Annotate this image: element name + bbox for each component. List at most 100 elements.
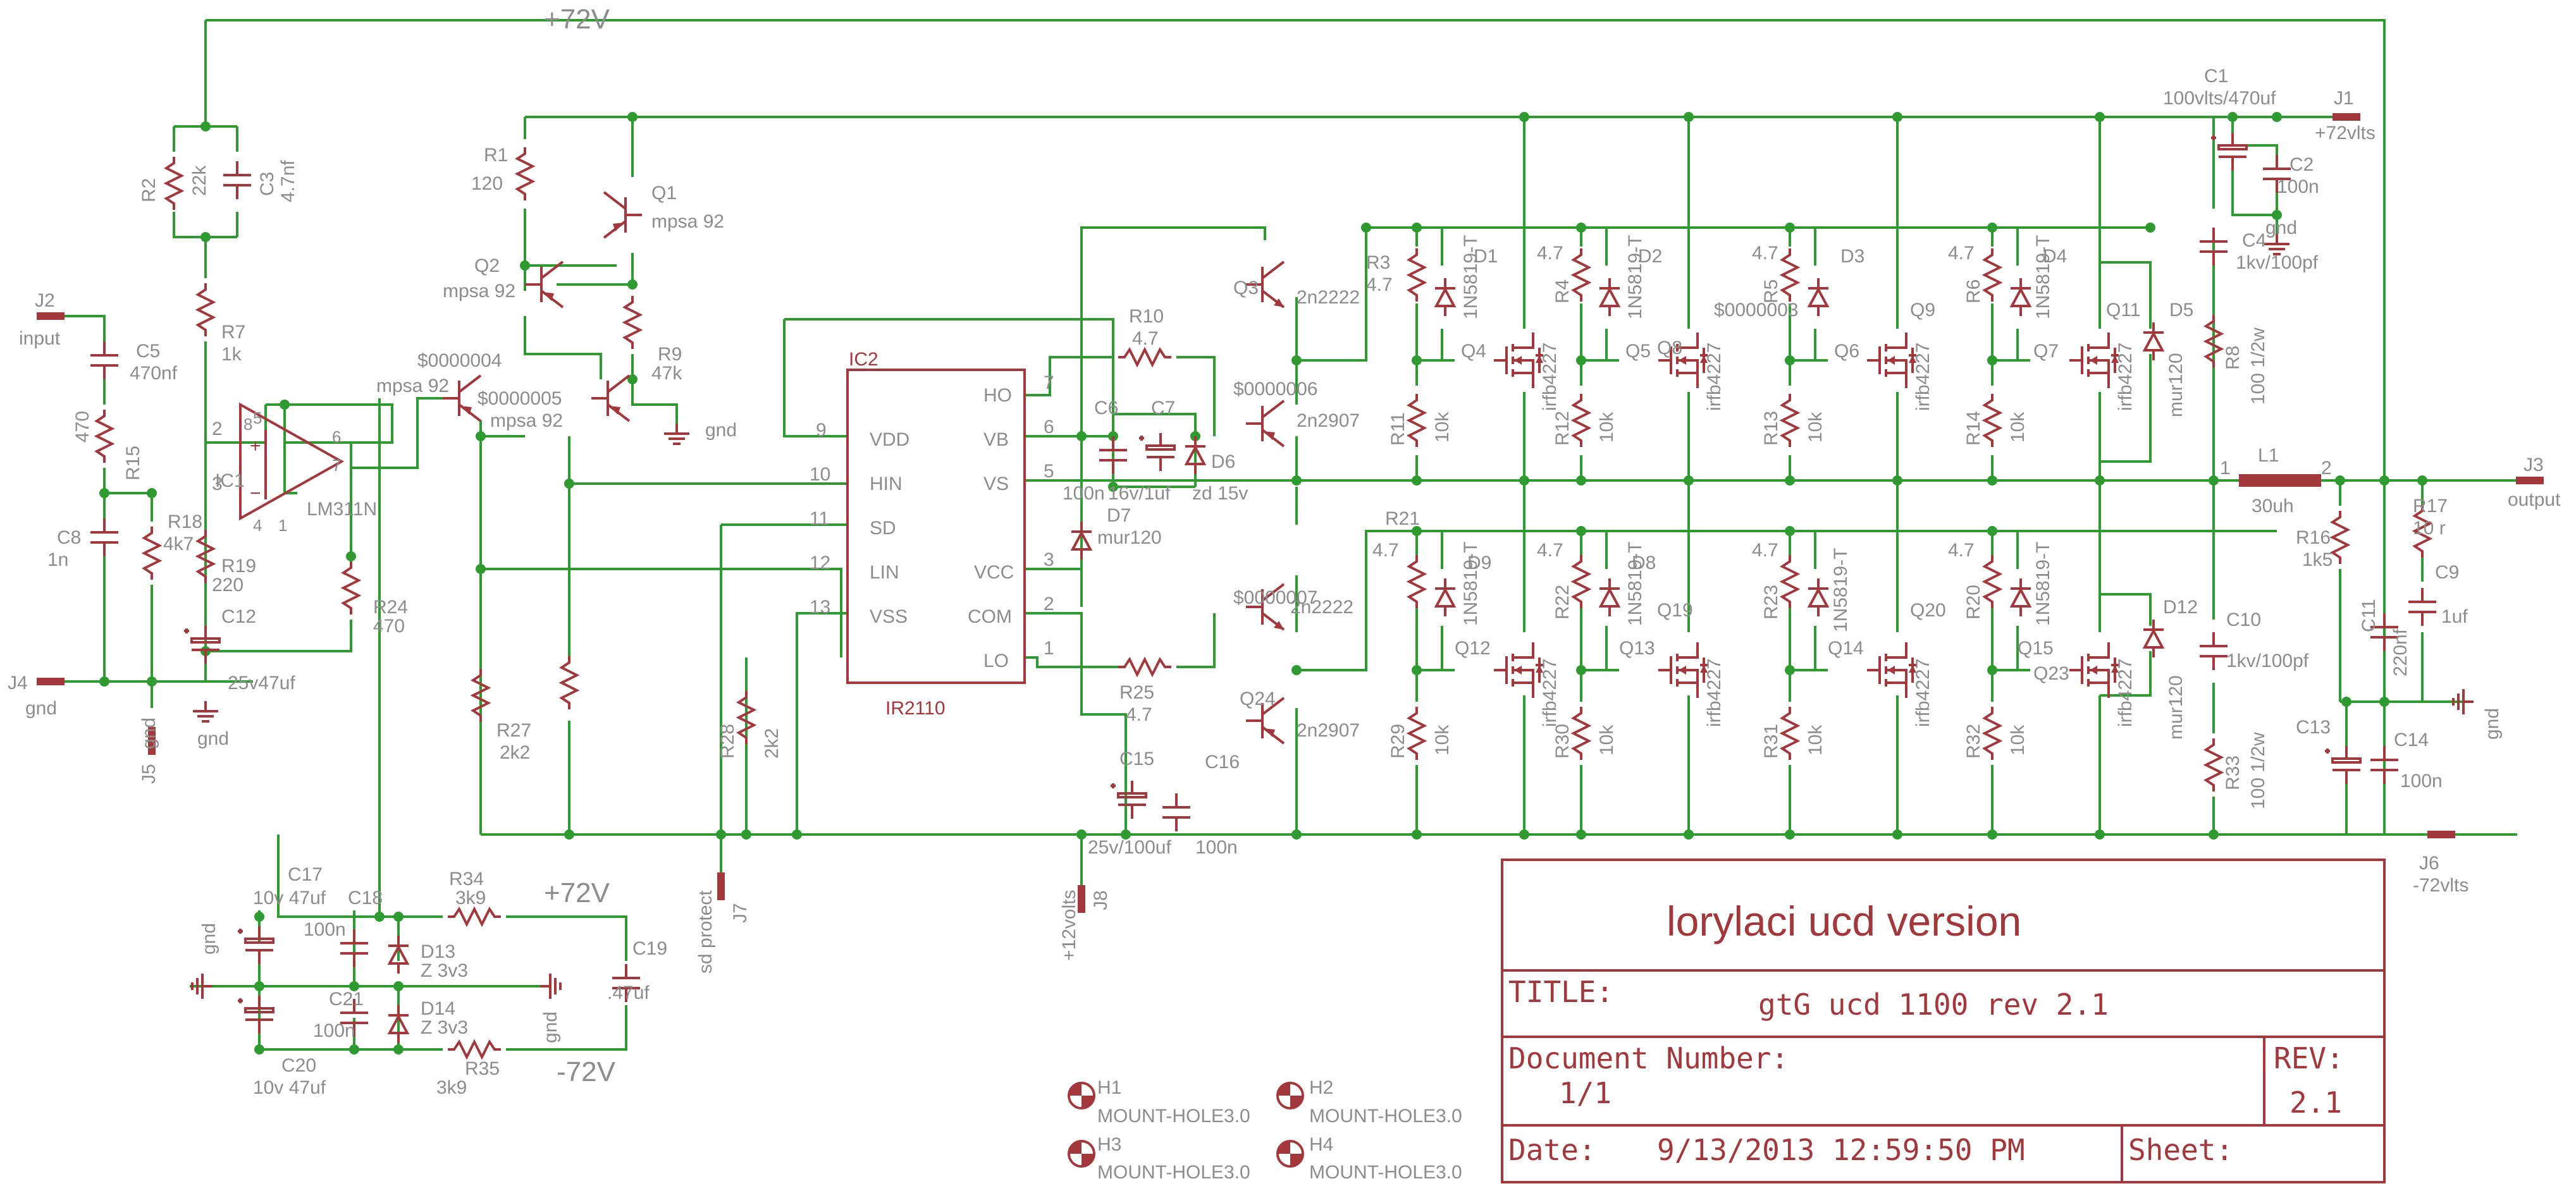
svg-text:R17: R17: [2413, 496, 2448, 517]
svg-text:C19: C19: [632, 938, 667, 959]
svg-text:220: 220: [212, 575, 243, 596]
mount-hole-h3: H3 MOUNT-HOLE3.0: [1068, 1134, 1250, 1183]
svg-text:1uf: 1uf: [2441, 606, 2468, 627]
svg-text:100n: 100n: [313, 1020, 355, 1041]
svg-text:5: 5: [1044, 461, 1054, 482]
svg-text:mpsa 92: mpsa 92: [443, 281, 515, 302]
svg-text:Z 3v3: Z 3v3: [421, 1017, 468, 1038]
svg-text:470nf: 470nf: [130, 363, 178, 384]
svg-text:4: 4: [253, 516, 262, 535]
svg-text:input: input: [19, 328, 61, 349]
upper-mosfet-0: R3 4.7 D1 1N5819-T Q4 irfb4227 R11 10k: [1366, 235, 1560, 448]
diode-d14: D14 Z 3v3: [387, 998, 468, 1044]
rev-value: 2.1: [2289, 1085, 2342, 1120]
transistor-q3: Q3 2n2222: [1233, 260, 1360, 309]
svg-text:J7: J7: [730, 903, 751, 923]
capacitor-c4: C4 1kv/100pf: [2198, 226, 2319, 273]
capacitor-c13: C13: [2296, 717, 2362, 785]
svg-text:4.7: 4.7: [1366, 274, 1393, 295]
svg-text:irfb4227: irfb4227: [1913, 659, 1933, 727]
svg-text:100n: 100n: [304, 919, 346, 940]
svg-text:LO: LO: [983, 651, 1009, 671]
capacitor-c21: C21 100n: [313, 989, 369, 1041]
connector-j1: J1 +72vlts: [2315, 88, 2376, 144]
capacitor-c1: C1 100vlts/470uf: [2163, 66, 2276, 172]
svg-text:10k: 10k: [1805, 724, 1826, 755]
svg-text:R35: R35: [465, 1058, 500, 1079]
svg-text:C17: C17: [288, 864, 323, 885]
svg-text:10k: 10k: [2007, 724, 2028, 755]
svg-text:irfb4227: irfb4227: [1539, 343, 1560, 411]
svg-text:1N5819-T: 1N5819-T: [2033, 542, 2054, 626]
diode-d13: D13 Z 3v3: [387, 934, 468, 981]
connector-j2: J2 input: [19, 290, 65, 349]
svg-text:13: 13: [810, 597, 830, 618]
svg-text:VCC: VCC: [974, 562, 1014, 583]
svg-text:−: −: [250, 483, 261, 504]
svg-text:LIN: LIN: [870, 562, 899, 583]
upper-q9-label: Q9: [1910, 300, 1935, 321]
svg-text:30uh: 30uh: [2252, 496, 2294, 517]
svg-text:$0000004: $0000004: [417, 350, 502, 371]
mount-hole-h1: H1 MOUNT-HOLE3.0: [1068, 1077, 1250, 1127]
diode-d7: D7 mur120: [1070, 505, 1162, 561]
resistor-r2: R2 22k: [139, 156, 210, 211]
resistor-r33: R33 100 1/2w: [2205, 732, 2269, 809]
svg-text:VB: VB: [983, 429, 1009, 450]
svg-text:9: 9: [816, 420, 827, 441]
svg-text:1: 1: [278, 516, 287, 535]
capacitor-c16-label: C16: [1205, 752, 1240, 773]
svg-text:4.7: 4.7: [1948, 243, 1975, 264]
lower-mosfet-2: R23 4.7 1N5819-T Q14 irfb4227 R31 10k: [1752, 540, 1933, 761]
svg-text:10k: 10k: [1432, 412, 1453, 443]
svg-text:+12volts: +12volts: [1059, 890, 1080, 961]
svg-text:Q13: Q13: [1619, 638, 1655, 659]
svg-text:2n2222: 2n2222: [1297, 287, 1360, 308]
lower-q23-label: Q23: [2033, 663, 2069, 684]
svg-text:R33: R33: [2222, 755, 2243, 790]
svg-text:R4: R4: [1552, 279, 1573, 303]
svg-text:R2: R2: [139, 178, 159, 202]
svg-text:H4: H4: [1309, 1134, 1333, 1155]
gnd-label-bottom-mid: gnd: [540, 1012, 561, 1043]
resistor-r35: R35 3k9: [436, 1041, 502, 1098]
svg-text:sd protect: sd protect: [695, 890, 716, 974]
svg-text:R10: R10: [1129, 306, 1164, 327]
svg-text:470: 470: [373, 616, 405, 637]
title-block-heading: lorylaci ucd version: [1667, 898, 2021, 945]
svg-text:2n2907: 2n2907: [1297, 410, 1360, 431]
diode-d6: D6 zd 15v: [1184, 435, 1248, 504]
svg-text:$0000005: $0000005: [478, 388, 562, 409]
svg-text:12: 12: [810, 553, 830, 573]
svg-text:1k5: 1k5: [2302, 549, 2333, 570]
svg-text:L1: L1: [2258, 445, 2279, 466]
svg-text:C6: C6: [1094, 398, 1118, 419]
wires: [63, 19, 2517, 1051]
svg-text:J8: J8: [1090, 890, 1111, 910]
svg-text:1N5819-T: 1N5819-T: [1460, 235, 1481, 319]
junctions: [99, 112, 2427, 1055]
title-block: lorylaci ucd version TITLE: gtG ucd 1100…: [1501, 859, 2386, 1183]
svg-text:J4: J4: [8, 673, 28, 694]
svg-text:D7: D7: [1107, 505, 1131, 526]
capacitor-c15: C15 25v/100uf 100n: [1088, 749, 1238, 858]
svg-text:D4: D4: [2043, 246, 2067, 267]
capacitor-c8: C8 1n: [47, 517, 120, 570]
resistor-r1: R1 120: [471, 145, 534, 202]
svg-text:R30: R30: [1552, 724, 1573, 759]
svg-text:R1: R1: [484, 145, 508, 166]
rail-label-minus: -72V: [557, 1056, 616, 1087]
svg-text:1N5819-T: 1N5819-T: [1460, 542, 1481, 626]
gnd-label-c2: gnd: [2265, 217, 2297, 238]
svg-text:C12: C12: [221, 606, 256, 627]
svg-text:R20: R20: [1963, 585, 1984, 620]
svg-text:irfb4227: irfb4227: [1704, 659, 1725, 727]
svg-text:.47uf: .47uf: [607, 982, 650, 1003]
svg-text:D1: D1: [1474, 246, 1498, 267]
svg-text:C5: C5: [136, 341, 160, 362]
svg-text:H1: H1: [1097, 1077, 1121, 1098]
svg-text:D9: D9: [1467, 553, 1491, 573]
svg-text:2k2: 2k2: [500, 742, 530, 763]
svg-text:220nf: 220nf: [2390, 628, 2411, 676]
svg-text:2: 2: [2321, 458, 2332, 479]
